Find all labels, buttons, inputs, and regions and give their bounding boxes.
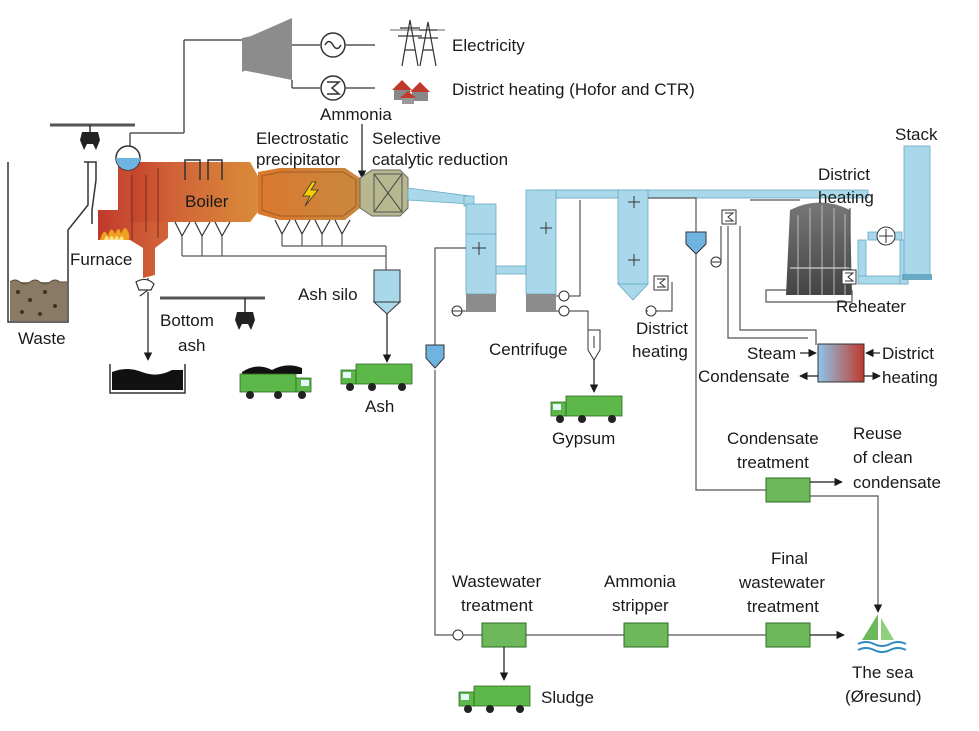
district-heating-upper-label-1: District bbox=[818, 165, 870, 184]
ash-grab-icon bbox=[235, 298, 255, 330]
final-wastewater-treatment-box bbox=[765, 622, 811, 648]
waste-bunker bbox=[7, 162, 89, 323]
flue-gas-duct bbox=[407, 187, 869, 235]
final-ww-label-3: treatment bbox=[747, 597, 819, 616]
waste-grab-icon bbox=[80, 132, 100, 150]
wastewater-treatment-label-2: treatment bbox=[461, 596, 533, 615]
boiler-hoppers bbox=[174, 221, 231, 238]
boiler-furnace bbox=[98, 159, 258, 278]
truck-gypsum-icon bbox=[550, 395, 623, 423]
district-heating-upper-label-2: heating bbox=[818, 188, 874, 207]
ash-silo-label: Ash silo bbox=[298, 285, 358, 304]
generator-icon bbox=[320, 32, 346, 58]
steam-drum bbox=[115, 145, 141, 171]
scr-label-2: catalytic reduction bbox=[372, 150, 508, 169]
district-heating-mid-label-2: heating bbox=[632, 342, 688, 361]
selective-catalytic-reduction bbox=[359, 169, 409, 217]
reuse-label-3: condensate bbox=[853, 473, 941, 492]
final-ww-label-1: Final bbox=[771, 549, 808, 568]
scrubber-3 bbox=[617, 189, 649, 301]
sea-label-2: (Øresund) bbox=[845, 687, 922, 706]
district-heating-right-label-1: District bbox=[882, 344, 934, 363]
scrubber-2 bbox=[525, 189, 557, 312]
final-ww-label-2: wastewater bbox=[738, 573, 825, 592]
ash-silo bbox=[372, 269, 402, 315]
ammonia-stripper-box bbox=[623, 622, 669, 648]
scrubber-1 bbox=[465, 233, 497, 312]
heat-exchanger-2-icon bbox=[721, 209, 737, 225]
separator-vessel bbox=[425, 344, 445, 369]
bottom-ash-label-1: Bottom bbox=[160, 311, 214, 330]
ammonia-stripper-label-1: Ammonia bbox=[604, 572, 676, 591]
houses-icon bbox=[392, 80, 430, 104]
wastewater-treatment-box bbox=[481, 622, 527, 648]
truck-sludge-icon bbox=[458, 685, 531, 713]
esp-label-2: precipitator bbox=[256, 150, 340, 169]
ammonia-label: Ammonia bbox=[320, 105, 392, 124]
condensate-treatment-label-2: treatment bbox=[737, 453, 809, 472]
ash-label: Ash bbox=[365, 397, 394, 416]
reheater-icon bbox=[841, 269, 857, 285]
truck-ash-icon bbox=[340, 363, 413, 391]
centrifuge bbox=[587, 329, 601, 361]
esp-hoppers bbox=[274, 219, 351, 236]
condensate-treatment-box bbox=[765, 477, 811, 503]
waste-label: Waste bbox=[18, 329, 66, 348]
condensate-label: Condensate bbox=[698, 367, 790, 386]
condensate-treatment-label-1: Condensate bbox=[727, 429, 819, 448]
furnace-label: Furnace bbox=[70, 250, 132, 269]
bottom-ash-label-2: ash bbox=[178, 336, 205, 355]
reuse-label-2: of clean bbox=[853, 448, 913, 467]
gypsum-label: Gypsum bbox=[552, 429, 615, 448]
power-pylon-icon bbox=[390, 19, 445, 67]
sailboat-icon bbox=[857, 614, 907, 653]
reheater-label: Reheater bbox=[836, 297, 906, 316]
condenser-vessel bbox=[685, 231, 707, 255]
heat-exchanger-symbol-icon bbox=[320, 75, 346, 101]
lightning-icon bbox=[302, 181, 319, 207]
bottom-ash-pit bbox=[109, 364, 186, 394]
steam-condensate-heat-exchanger bbox=[817, 343, 865, 383]
boiler-label: Boiler bbox=[185, 192, 229, 211]
fan-icon bbox=[876, 226, 896, 246]
esp-label-1: Electrostatic bbox=[256, 129, 349, 148]
stack-label: Stack bbox=[895, 125, 938, 144]
flame-icon bbox=[100, 228, 129, 240]
heat-exchanger-1-icon bbox=[653, 275, 669, 291]
electricity-label: Electricity bbox=[452, 36, 525, 55]
sea-label-1: The sea bbox=[852, 663, 914, 682]
pump-icon bbox=[451, 256, 722, 641]
wastewater-treatment-label-1: Wastewater bbox=[452, 572, 541, 591]
sludge-label: Sludge bbox=[541, 688, 594, 707]
scr-label-1: Selective bbox=[372, 129, 441, 148]
district-heating-mid-label-1: District bbox=[636, 319, 688, 338]
reuse-label-1: Reuse bbox=[853, 424, 902, 443]
ammonia-stripper-label-2: stripper bbox=[612, 596, 669, 615]
condensing-tower bbox=[786, 202, 852, 295]
stack bbox=[857, 145, 932, 285]
steam-label: Steam bbox=[747, 344, 796, 363]
district-heating-top-label: District heating (Hofor and CTR) bbox=[452, 80, 695, 99]
centrifuge-label: Centrifuge bbox=[489, 340, 567, 359]
truck-bottom-ash-icon bbox=[239, 365, 312, 399]
district-heating-right-label-2: heating bbox=[882, 368, 938, 387]
turbine bbox=[242, 18, 292, 80]
